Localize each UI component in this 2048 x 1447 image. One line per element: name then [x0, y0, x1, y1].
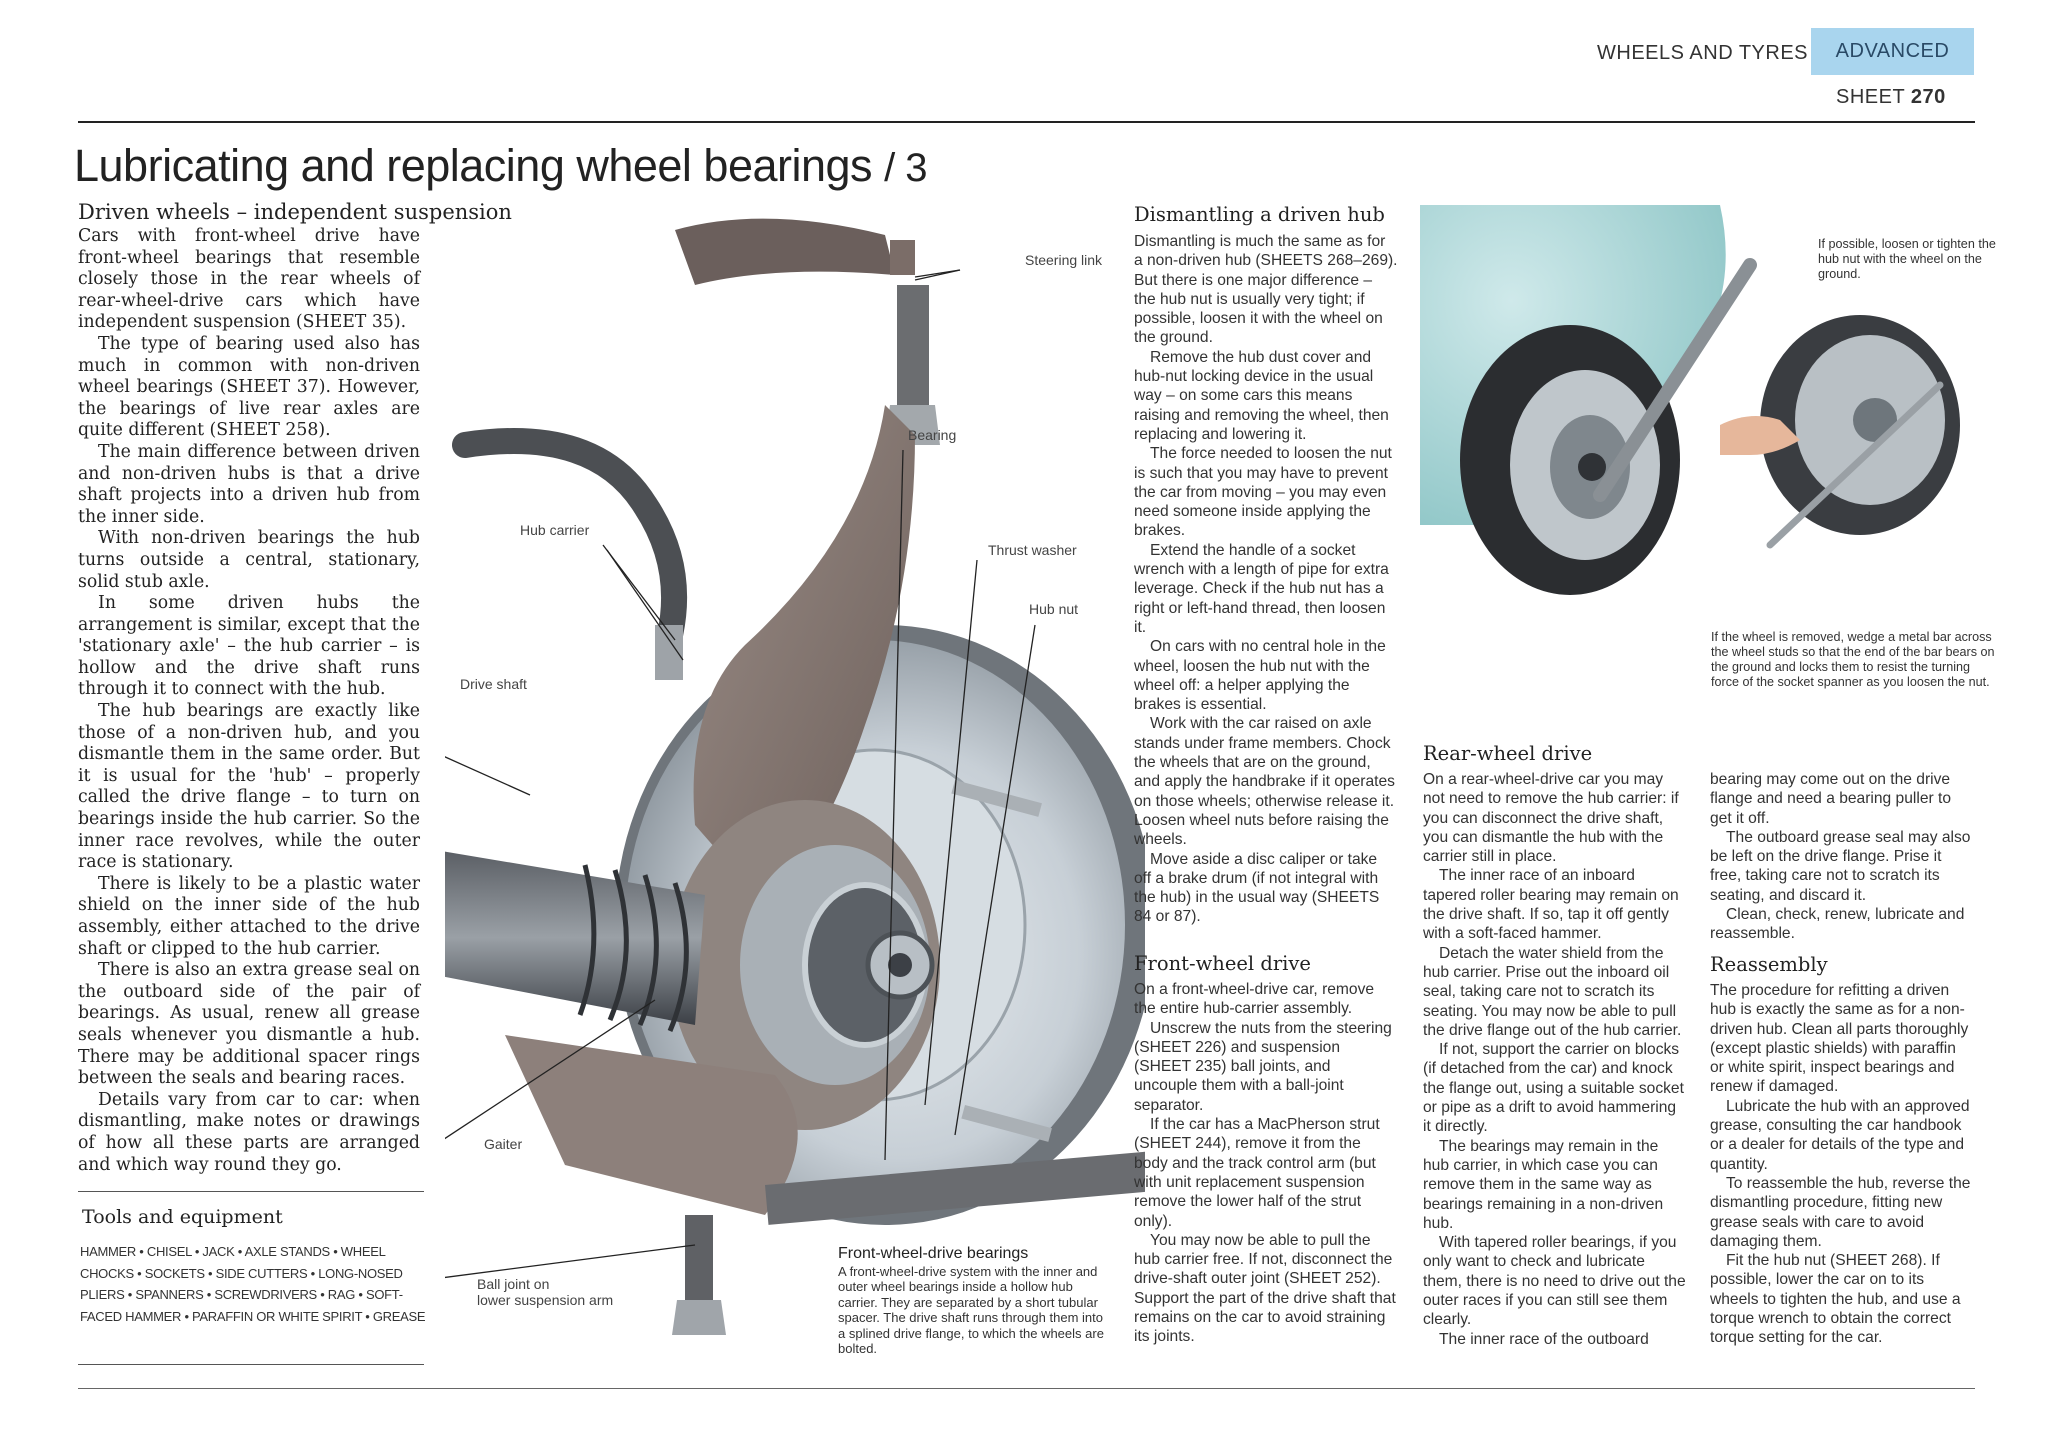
front-wheel-drive-body: On a front-wheel-drive car, remove the e… [1134, 980, 1398, 1347]
label-ball-joint-line2: lower suspension arm [477, 1292, 614, 1308]
front-wheel-drive-heading: Front-wheel drive [1134, 952, 1311, 975]
rear-paragraph-cont: Clean, check, renew, lubricate and reass… [1710, 906, 1965, 943]
rear-wheel-drive-heading: Rear-wheel drive [1423, 742, 1593, 765]
dismantling-paragraph: Move aside a disc caliper or take off a … [1134, 850, 1380, 926]
label-hub-nut: Hub nut [1029, 601, 1079, 617]
left-paragraph: With non-driven bearings the hub turns o… [78, 528, 420, 592]
sheet-number: 270 [1910, 86, 1946, 108]
section-label: WHEELS AND TYRES [1597, 42, 1809, 64]
label-steering-link: Steering link [1025, 252, 1103, 268]
left-paragraph: In some driven hubs the arrangement is s… [78, 593, 420, 700]
rear-paragraph: The inner race of the outboard [1439, 1330, 1649, 1348]
left-paragraph: Cars with front-wheel drive have front-w… [78, 226, 420, 333]
dismantling-heading: Dismantling a driven hub [1134, 203, 1385, 226]
rear-paragraph: If not, support the carrier on blocks (i… [1423, 1041, 1684, 1136]
tools-heading: Tools and equipment [82, 1206, 283, 1228]
dismantling-paragraph: The force needed to loosen the nut is su… [1134, 445, 1392, 540]
dismantling-paragraph: Remove the hub dust cover and hub-nut lo… [1134, 348, 1389, 443]
rear-paragraph: The inner race of an inboard tapered rol… [1423, 867, 1679, 943]
rear-paragraph-cont: The outboard grease seal may also be lef… [1710, 828, 1971, 904]
hub-illustration [445, 218, 1145, 1335]
brake-hose [452, 428, 688, 648]
rear-wheel-drive-body: On a rear-wheel-drive car you may not ne… [1423, 770, 1687, 1349]
wheel-caption-bottom: If the wheel is removed, wedge a metal b… [1711, 630, 1995, 689]
tools-list: HAMMER • CHISEL • JACK • AXLE STANDS • W… [80, 1244, 426, 1324]
drive-shaft [445, 851, 705, 1025]
dismantling-paragraph: Work with the car raised on axle stands … [1134, 715, 1395, 849]
metal-bar [1766, 381, 1944, 549]
rear-paragraph: The bearings may remain in the hub carri… [1423, 1137, 1664, 1232]
left-paragraph: The type of bearing used also has much i… [78, 333, 420, 441]
rear-paragraph: Detach the water shield from the hub car… [1423, 944, 1682, 1039]
left-section-heading: Driven wheels – independent suspension [78, 200, 512, 224]
reassembly-paragraph: Fit the hub nut (SHEET 268). If possible… [1710, 1252, 1961, 1347]
tools-bottom-rule [78, 1364, 424, 1365]
lower-suspension-arm [505, 1035, 798, 1215]
left-paragraph: There is likely to be a plastic water sh… [78, 873, 420, 959]
hub-carrier [693, 405, 915, 905]
sheet-indicator: SHEET 270 [1836, 86, 1946, 109]
dismantling-paragraph: Extend the handle of a socket wrench wit… [1134, 541, 1389, 636]
level-badge: ADVANCED [1811, 28, 1974, 75]
reassembly-paragraph: To reassemble the hub, reverse the disma… [1710, 1174, 1971, 1250]
rear-paragraph: On a rear-wheel-drive car you may not ne… [1423, 771, 1679, 866]
rear-paragraph: With tapered roller bearings, if you onl… [1423, 1234, 1686, 1329]
caption-title: Front-wheel-drive bearings [838, 1245, 1029, 1262]
level-badge-label: ADVANCED [1835, 40, 1950, 62]
dismantling-paragraph: On cars with no central hole in the whee… [1134, 638, 1386, 714]
rear-wheel-drive-body-continued: bearing may come out on the drive flange… [1710, 770, 1974, 944]
label-ball-joint-line1: Ball joint on [477, 1276, 550, 1292]
reassembly-body: The procedure for refitting a driven hub… [1710, 981, 1974, 1348]
leader-lines [445, 269, 1036, 1279]
tools-top-rule [78, 1191, 424, 1192]
label-drive-shaft: Drive shaft [460, 676, 527, 692]
front-paragraph: Unscrew the nuts from the steering (SHEE… [1134, 1019, 1392, 1114]
left-paragraph: The hub bearings are exactly like those … [78, 701, 420, 873]
steering-link [675, 218, 895, 285]
car-wheel [1460, 325, 1680, 595]
reassembly-heading: Reassembly [1710, 953, 1828, 976]
label-gaiter: Gaiter [484, 1136, 523, 1152]
dismantling-body: Dismantling is much the same as for a no… [1134, 232, 1398, 927]
gaiter [577, 864, 689, 1032]
reassembly-paragraph: The procedure for refitting a driven hub… [1710, 982, 1969, 1096]
reassembly-paragraph: Lubricate the hub with an approved greas… [1710, 1097, 1970, 1173]
left-paragraph: The main difference between driven and n… [78, 441, 420, 527]
label-hub-carrier: Hub carrier [520, 522, 590, 538]
front-paragraph: On a front-wheel-drive car, remove the e… [1134, 981, 1375, 1018]
left-paragraph: Details vary from car to car: when disma… [78, 1089, 420, 1175]
dismantling-paragraph: Dismantling is much the same as for a no… [1134, 233, 1398, 347]
sheet-label: SHEET [1836, 86, 1905, 108]
label-thrust-washer: Thrust washer [988, 542, 1077, 558]
wheel-illustration [1420, 205, 1960, 595]
front-paragraph: If the car has a MacPherson strut (SHEET… [1134, 1116, 1380, 1230]
socket-wrench-bar [1593, 258, 1757, 502]
illustration-caption: Front-wheel-drive bearings A front-wheel… [838, 1246, 1113, 1357]
hand [1720, 416, 1800, 455]
brake-drum [1760, 315, 1960, 535]
front-paragraph: You may now be able to pull the hub carr… [1134, 1231, 1396, 1346]
left-body-text: Cars with front-wheel drive have front-w… [78, 226, 420, 1176]
page-title-main: Lubricating and replacing wheel bearings [74, 140, 873, 191]
bottom-divider [78, 1388, 1975, 1389]
page-title-part: / 3 [884, 146, 928, 190]
page-title: Lubricating and replacing wheel bearings… [74, 140, 928, 192]
left-paragraph: There is also an extra grease seal on th… [78, 960, 420, 1089]
wheel-caption-top: If possible, loosen or tighten the hub n… [1818, 237, 1996, 281]
top-divider [78, 121, 1975, 123]
label-bearing: Bearing [908, 427, 957, 443]
caption-text: A front-wheel-drive system with the inne… [838, 1263, 1104, 1357]
rear-paragraph-cont: bearing may come out on the drive flange… [1710, 771, 1952, 827]
